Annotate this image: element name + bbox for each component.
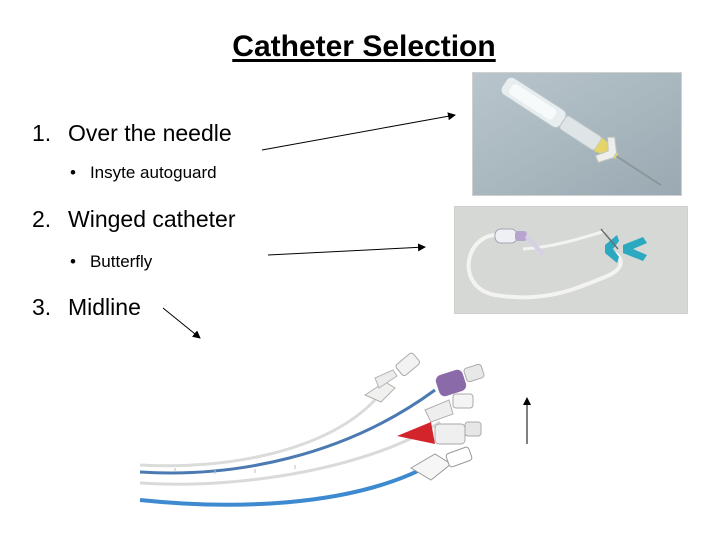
sub-item-butterfly: • Butterfly (70, 252, 152, 272)
arrow-to-butterfly-photo (267, 243, 426, 256)
sub-item-label: Butterfly (89, 252, 153, 271)
bullet-icon: • (70, 163, 76, 182)
item-number: 1. (32, 120, 52, 146)
catheter-photo (472, 72, 682, 196)
item-label: Over the needle (68, 120, 232, 146)
arrow-to-catheter-photo (261, 112, 456, 151)
butterfly-needle-photo (454, 206, 688, 314)
bullet-icon: • (70, 252, 76, 271)
item-number: 3. (32, 294, 52, 320)
item-number: 2. (32, 206, 52, 232)
sub-item-insyte: • Insyte autoguard (70, 163, 217, 183)
sub-item-label: Insyte autoguard (89, 163, 217, 182)
item-label: Winged catheter (68, 206, 236, 232)
list-item-midline: 3. Midline (32, 294, 141, 321)
slide-title: Catheter Selection (232, 30, 496, 63)
list-item-winged-catheter: 2. Winged catheter (32, 206, 235, 233)
list-item-over-the-needle: 1. Over the needle (32, 120, 232, 147)
midline-catheter-photo (135, 340, 500, 540)
arrow-to-midline-photo (162, 307, 201, 339)
item-label: Midline (68, 294, 141, 320)
